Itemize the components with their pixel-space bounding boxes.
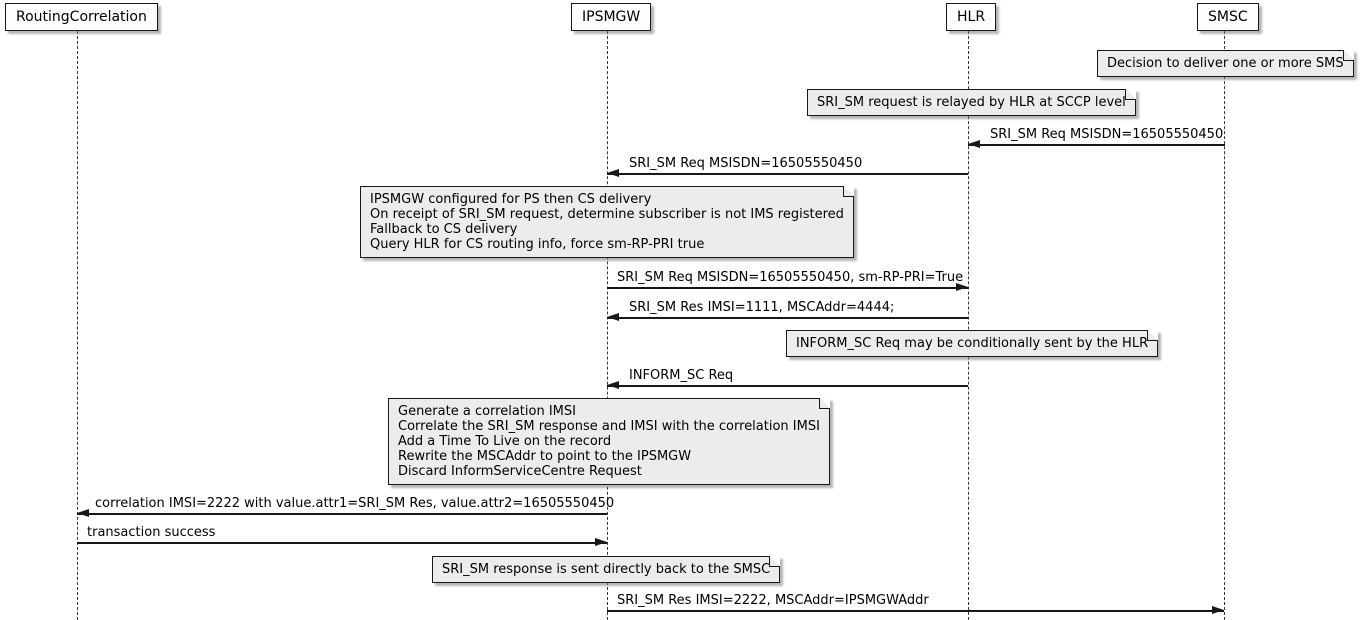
participant-label: IPSMGW <box>582 9 641 25</box>
note-sccp-relay: SRI_SM request is relayed by HLR at SCCP… <box>807 89 1136 116</box>
note-fold-icon <box>1147 330 1159 341</box>
note-text-line: Query HLR for CS routing info, force sm-… <box>370 237 705 252</box>
message-transaction-success: transaction success <box>77 525 607 546</box>
note-text-line: Fallback to CS delivery <box>370 222 518 237</box>
note-text-line: IPSMGW configured for PS then CS deliver… <box>370 192 652 207</box>
note-text-line: Generate a correlation IMSI <box>398 404 576 419</box>
lifeline-smsc <box>1224 31 1225 620</box>
message-sri-sm-res-imsi-1111: SRI_SM Res IMSI=1111, MSCAddr=4444; <box>607 300 968 321</box>
message-line <box>607 313 968 321</box>
participant-box-ipsmgw: IPSMGW <box>571 3 652 31</box>
message-line <box>77 509 607 517</box>
message-line <box>607 606 1224 614</box>
note-inform-sc-conditional: INFORM_SC Req may be conditionally sent … <box>786 330 1159 357</box>
message-label: SRI_SM Req MSISDN=16505550450 <box>990 127 1224 142</box>
note-ipsmgw-config: IPSMGW configured for PS then CS deliver… <box>360 186 854 258</box>
participant-label: SMSC <box>1208 9 1248 25</box>
message-sri-sm-req-hlr-ipsmgw: SRI_SM Req MSISDN=16505550450 <box>607 156 968 177</box>
note-fold-icon <box>1124 89 1136 100</box>
message-label: SRI_SM Res IMSI=1111, MSCAddr=4444; <box>629 300 895 315</box>
note-response-direct-to-smsc: SRI_SM response is sent directly back to… <box>432 556 781 583</box>
message-label: SRI_SM Req MSISDN=16505550450, sm-RP-PRI… <box>617 270 964 285</box>
note-fold-icon <box>1342 50 1354 61</box>
lifeline-hlr <box>968 31 969 620</box>
arrowhead-left-icon <box>607 169 619 177</box>
arrowhead-right-icon <box>595 538 607 546</box>
message-line <box>77 538 607 546</box>
lifeline-ipsmgw <box>607 31 608 620</box>
arrowhead-left-icon <box>607 381 619 389</box>
note-text: INFORM_SC Req may be conditionally sent … <box>796 336 1149 351</box>
message-label: INFORM_SC Req <box>629 368 734 383</box>
message-inform-sc-req: INFORM_SC Req <box>607 368 968 389</box>
participant-label: RoutingCorrelation <box>16 9 147 25</box>
message-line <box>607 283 968 291</box>
message-label: transaction success <box>87 525 216 540</box>
arrowhead-right-icon <box>956 283 968 291</box>
note-fold-icon <box>842 186 854 197</box>
note-text-line: Discard InformServiceCentre Request <box>398 464 642 479</box>
arrowhead-right-icon <box>1212 606 1224 614</box>
message-sri-sm-res-ipsmgwaddr: SRI_SM Res IMSI=2222, MSCAddr=IPSMGWAddr <box>607 593 1224 614</box>
note-text-line: Add a Time To Live on the record <box>398 434 612 449</box>
note-text: SRI_SM response is sent directly back to… <box>442 562 771 577</box>
message-sri-sm-req-pri-true: SRI_SM Req MSISDN=16505550450, sm-RP-PRI… <box>607 270 968 291</box>
participant-box-routingcorrelation: RoutingCorrelation <box>5 3 158 31</box>
message-line <box>607 169 968 177</box>
note-text: Decision to deliver one or more SMS <box>1107 56 1344 71</box>
message-label: SRI_SM Req MSISDN=16505550450 <box>629 156 863 171</box>
message-line <box>968 140 1225 148</box>
arrowhead-left-icon <box>607 313 619 321</box>
participant-label: HLR <box>957 9 986 25</box>
message-label: correlation IMSI=2222 with value.attr1=S… <box>95 496 615 511</box>
note-text-line: Correlate the SRI_SM response and IMSI w… <box>398 419 820 434</box>
participant-box-smsc: SMSC <box>1197 3 1259 31</box>
note-text: SRI_SM request is relayed by HLR at SCCP… <box>817 95 1126 110</box>
message-line <box>607 381 968 389</box>
note-correlation-processing: Generate a correlation IMSI Correlate th… <box>388 398 830 485</box>
note-text-line: Rewrite the MSCAddr to point to the IPSM… <box>398 449 692 464</box>
note-text-line: On receipt of SRI_SM request, determine … <box>370 207 844 222</box>
arrowhead-left-icon <box>77 509 89 517</box>
note-fold-icon <box>818 398 830 409</box>
message-label: SRI_SM Res IMSI=2222, MSCAddr=IPSMGWAddr <box>617 593 929 608</box>
note-fold-icon <box>769 556 781 567</box>
message-correlation-imsi: correlation IMSI=2222 with value.attr1=S… <box>77 496 615 517</box>
arrowhead-left-icon <box>968 140 980 148</box>
message-sri-sm-req-smsc-hlr: SRI_SM Req MSISDN=16505550450 <box>968 127 1225 148</box>
note-decision-to-deliver: Decision to deliver one or more SMS <box>1097 50 1354 77</box>
lifeline-routingcorrelation <box>77 31 78 620</box>
participant-box-hlr: HLR <box>946 3 997 31</box>
